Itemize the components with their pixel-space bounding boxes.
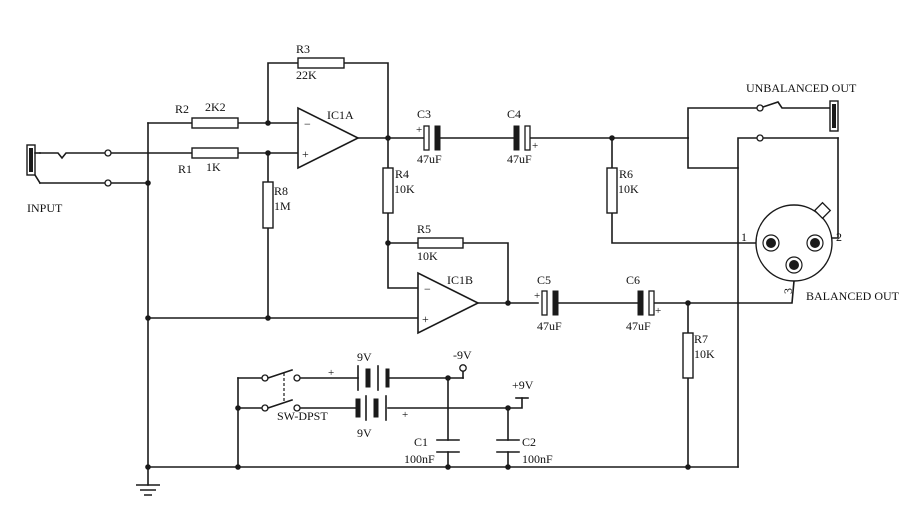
minus9v-label: -9V: [453, 348, 472, 362]
r7-name: R7: [694, 332, 708, 346]
unbalanced-out-jack: [756, 100, 839, 142]
r5-value: 10K: [417, 249, 438, 263]
c4-plus: +: [532, 140, 538, 152]
battery-top-label: 9V: [357, 350, 372, 364]
xlr-pin3: 3: [781, 288, 795, 294]
capacitor-c2: C2 100nF: [496, 435, 553, 466]
ic1b-minus: −: [424, 282, 431, 296]
opamp-ic1a: − + IC1A: [297, 106, 360, 170]
capacitor-c6: + C6 47uF: [626, 273, 661, 333]
resistor-r4: R4 10K: [382, 167, 415, 214]
c4-name: C4: [507, 107, 521, 121]
c4-value: 47uF: [507, 152, 532, 166]
opamp-ic1b: − + IC1B: [417, 271, 480, 335]
capacitor-c3: + C3 47uF: [416, 107, 442, 166]
switch-label: SW-DPST: [277, 409, 328, 423]
resistor-r3: R3 22K: [296, 42, 345, 82]
ic1a-minus: −: [304, 117, 311, 131]
r2-name: R2: [175, 102, 189, 116]
c5-value: 47uF: [537, 319, 562, 333]
r4-value: 10K: [394, 182, 415, 196]
resistor-r1: R1 1K: [178, 147, 239, 176]
c1-name: C1: [414, 435, 428, 449]
capacitor-c1: C1 100nF: [404, 435, 460, 466]
c6-plus: +: [655, 305, 661, 317]
ground-icon: [136, 484, 160, 496]
battery-top-plus: +: [328, 367, 334, 379]
switch-dpst: SW-DPST: [261, 368, 328, 423]
capacitor-c5: + C5 47uF: [534, 273, 562, 333]
c5-plus: +: [534, 290, 540, 302]
plus9v-label: +9V: [512, 378, 534, 392]
battery-bottom-plus: +: [402, 409, 408, 421]
resistor-r7: R7 10K: [682, 332, 715, 379]
r8-name: R8: [274, 184, 288, 198]
c6-value: 47uF: [626, 319, 651, 333]
r1-name: R1: [178, 162, 192, 176]
plus9v-terminal: +9V: [512, 378, 534, 399]
r3-name: R3: [296, 42, 310, 56]
resistor-r5: R5 10K: [417, 222, 464, 263]
ic1b-plus: +: [422, 312, 429, 326]
c2-value: 100nF: [522, 452, 553, 466]
r6-value: 10K: [618, 182, 639, 196]
c5-name: C5: [537, 273, 551, 287]
resistor-r8: R8 1M: [262, 181, 291, 229]
c3-plus: +: [416, 124, 422, 136]
balanced-out-label: BALANCED OUT: [806, 289, 900, 303]
c3-name: C3: [417, 107, 431, 121]
input-jack: [26, 144, 112, 187]
ic1a-plus: +: [302, 147, 309, 161]
unbalanced-out-label: UNBALANCED OUT: [746, 81, 857, 95]
c2-name: C2: [522, 435, 536, 449]
ic1b-label: IC1B: [447, 273, 473, 287]
xlr-pin2: 2: [836, 230, 842, 244]
xlr-pin1: 1: [741, 230, 747, 244]
battery-top: 9V +: [328, 350, 390, 391]
r1-value: 1K: [206, 160, 221, 174]
resistor-r2: R2 2K2: [175, 100, 239, 129]
r6-name: R6: [619, 167, 633, 181]
xlr-connector: 1 2 3: [741, 201, 842, 294]
junction-dots: [145, 120, 691, 470]
ic1a-label: IC1A: [327, 108, 354, 122]
c6-name: C6: [626, 273, 640, 287]
r2-value: 2K2: [205, 100, 226, 114]
input-label: INPUT: [27, 201, 63, 215]
resistor-r6: R6 10K: [606, 167, 639, 214]
battery-bottom: 9V +: [355, 395, 408, 440]
capacitor-c4: + C4 47uF: [507, 107, 538, 166]
battery-bottom-label: 9V: [357, 426, 372, 440]
c1-value: 100nF: [404, 452, 435, 466]
c3-value: 47uF: [417, 152, 442, 166]
minus9v-terminal: -9V: [453, 348, 472, 372]
r8-value: 1M: [274, 199, 291, 213]
r5-name: R5: [417, 222, 431, 236]
r7-value: 10K: [694, 347, 715, 361]
r3-value: 22K: [296, 68, 317, 82]
r4-name: R4: [395, 167, 409, 181]
